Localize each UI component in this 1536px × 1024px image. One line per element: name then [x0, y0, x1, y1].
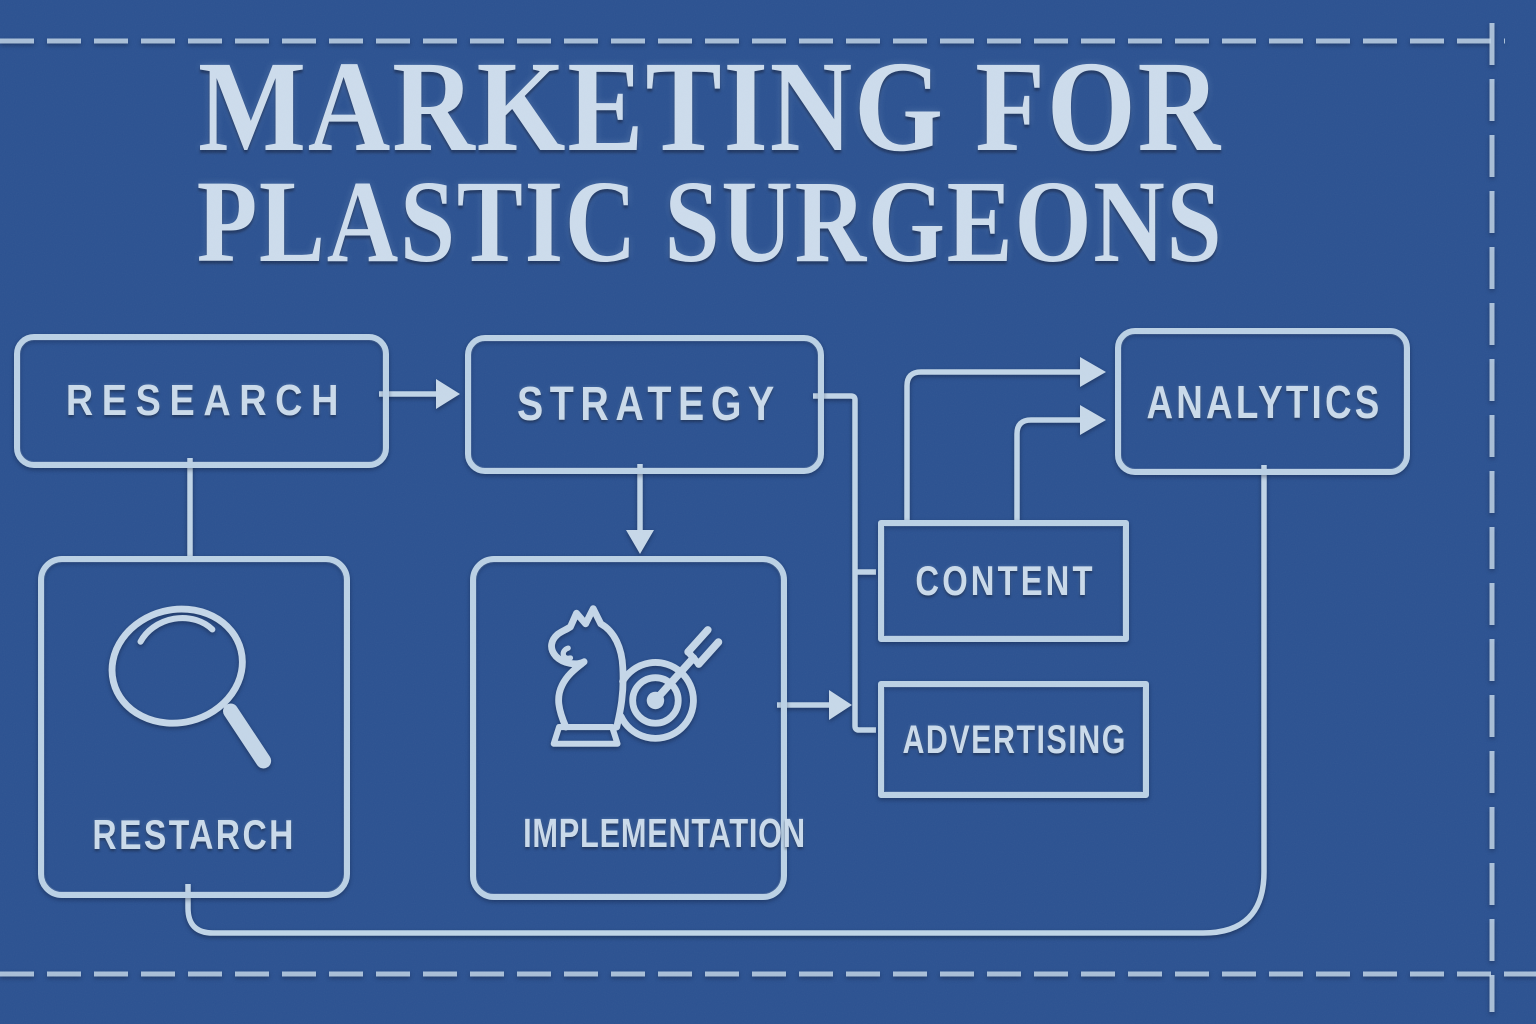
title-line-1: MARKETING FOR — [198, 35, 1222, 179]
edge-research-strategy — [379, 379, 460, 409]
node-strategy: STRATEGY — [465, 335, 824, 474]
node-content: CONTENT — [878, 520, 1129, 642]
node-research-label: RESEARCH — [65, 376, 348, 425]
node-strategy-label: STRATEGY — [516, 377, 781, 431]
node-advertising-label: ADVERTISING — [902, 717, 1127, 762]
knight-target-icon — [548, 605, 723, 747]
node-analytics: ANALYTICS — [1115, 328, 1410, 475]
edge-strategy-implementation — [626, 464, 654, 554]
node-implementation-label: IMPLEMENTATION — [523, 810, 806, 856]
node-research: RESEARCH — [14, 334, 389, 468]
edge-content-analytics-1 — [904, 357, 1106, 520]
node-restarch: RESTARCH — [38, 556, 350, 898]
edge-content-analytics-2 — [1014, 405, 1106, 520]
node-advertising: ADVERTISING — [878, 681, 1149, 798]
magnifier-icon — [108, 605, 272, 769]
edge-implementation-junction — [777, 690, 852, 720]
node-content-label: CONTENT — [915, 557, 1096, 604]
node-implementation: IMPLEMENTATION — [470, 556, 805, 900]
node-analytics-label: ANALYTICS — [1146, 375, 1383, 428]
node-restarch-label: RESTARCH — [92, 811, 296, 858]
title-line-2: PLASTIC SURGEONS — [196, 156, 1224, 287]
